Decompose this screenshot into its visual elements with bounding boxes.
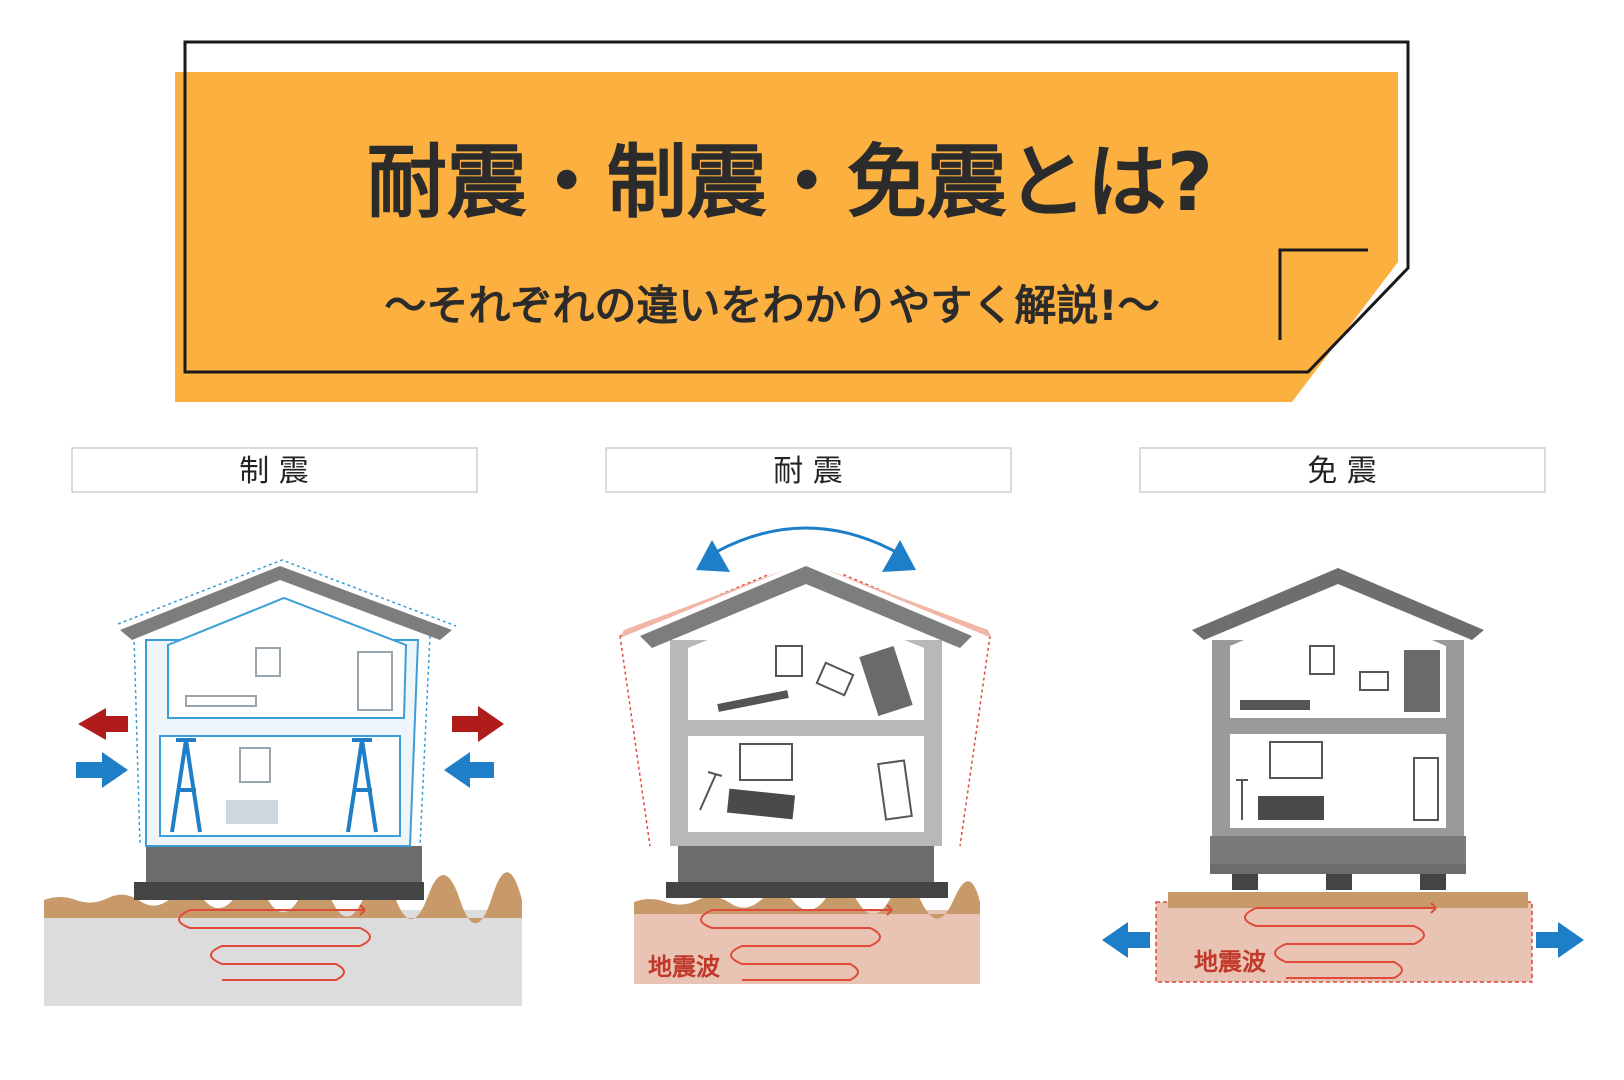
banner-corner-mark — [1278, 248, 1368, 340]
seismic-wave — [700, 904, 893, 981]
damper-right — [346, 738, 378, 833]
window-lower — [739, 743, 793, 781]
wave-label: 地震波 — [648, 953, 721, 981]
tv-tumbling — [815, 661, 855, 697]
house-outline-deformed — [133, 635, 431, 847]
upper-room — [1230, 600, 1446, 718]
diagram-taishin: 地震波 — [619, 526, 992, 984]
panel-label-seishin-text: 制 震 — [239, 454, 309, 489]
diagram-menshin: 地震波 — [1102, 568, 1584, 983]
damper-left — [170, 738, 202, 833]
panel-label-menshin: 免 震 — [1139, 447, 1546, 493]
arrow-blue-right-icon — [76, 752, 128, 788]
banner-orange-shape — [175, 72, 1398, 402]
lamp-lower — [1236, 779, 1248, 820]
swing-arrow-left-icon — [696, 540, 730, 572]
swing-arrow-right-icon — [882, 540, 916, 572]
isolator-bearing — [1420, 874, 1446, 890]
panel-label-menshin-text: 免 震 — [1307, 454, 1377, 489]
sofa-lower — [1258, 796, 1324, 820]
wall-picture-upper — [775, 645, 803, 677]
roof — [120, 566, 452, 640]
base-slab — [1210, 864, 1466, 874]
upper-room — [167, 596, 408, 719]
arrow-blue-right-icon — [1536, 922, 1584, 958]
sofa-lower — [226, 800, 278, 824]
fridge-tilted — [877, 759, 913, 821]
diagram-seishin — [44, 559, 522, 1006]
window-lower — [1269, 741, 1323, 779]
panel-label-taishin-text: 耐 震 — [773, 454, 843, 489]
soil-layer — [1168, 892, 1528, 908]
wall-picture-upper — [255, 647, 281, 677]
foundation-base — [134, 882, 424, 900]
arrow-blue-left-icon — [444, 752, 494, 788]
banner-outline — [183, 40, 1410, 374]
foundation — [146, 846, 422, 882]
title-banner: 耐震・制震・免震とは? 〜それぞれの違いをわかりやすく解説!〜 — [175, 40, 1410, 402]
foundation — [678, 846, 934, 882]
arrow-red-right-icon — [452, 706, 504, 742]
seismic-wave — [1244, 902, 1437, 979]
swing-arc — [715, 526, 897, 554]
lamp-falling — [699, 771, 723, 811]
bed-upper-tilted — [717, 690, 789, 712]
bed-upper — [1240, 700, 1310, 710]
arrow-red-left-icon — [78, 708, 128, 740]
panel-label-seishin: 制 震 — [71, 447, 478, 493]
isolator-bearing — [1232, 874, 1258, 890]
panel-label-taishin: 耐 震 — [605, 447, 1012, 493]
roof-outline — [117, 559, 457, 627]
soil-layer — [44, 872, 522, 924]
foundation-base — [666, 882, 948, 898]
tv-upper — [1359, 671, 1389, 691]
shelf-tumbling — [859, 645, 913, 717]
roof — [1192, 568, 1484, 640]
isolator-bearing — [1326, 874, 1352, 890]
fridge-lower — [1413, 757, 1439, 821]
sway-outline-left — [619, 573, 771, 847]
wall-picture-upper — [1309, 645, 1335, 675]
arrow-blue-left-icon — [1102, 922, 1150, 958]
upper-room — [688, 600, 924, 720]
shelf-upper — [357, 651, 393, 711]
wave-label: 地震波 — [1194, 948, 1267, 976]
ground-block — [44, 910, 522, 1006]
banner-subtitle: 〜それぞれの違いをわかりやすく解説!〜 — [384, 281, 1159, 330]
ground-block — [1155, 901, 1533, 983]
foundation — [1210, 836, 1466, 864]
bed-upper — [185, 695, 257, 707]
shelf-upper — [1404, 650, 1440, 712]
window-lower — [239, 747, 271, 783]
roof — [640, 566, 972, 648]
seismic-wave — [178, 904, 371, 981]
sofa-tilted — [726, 788, 796, 820]
banner-title: 耐震・制震・免震とは? — [367, 136, 1213, 229]
